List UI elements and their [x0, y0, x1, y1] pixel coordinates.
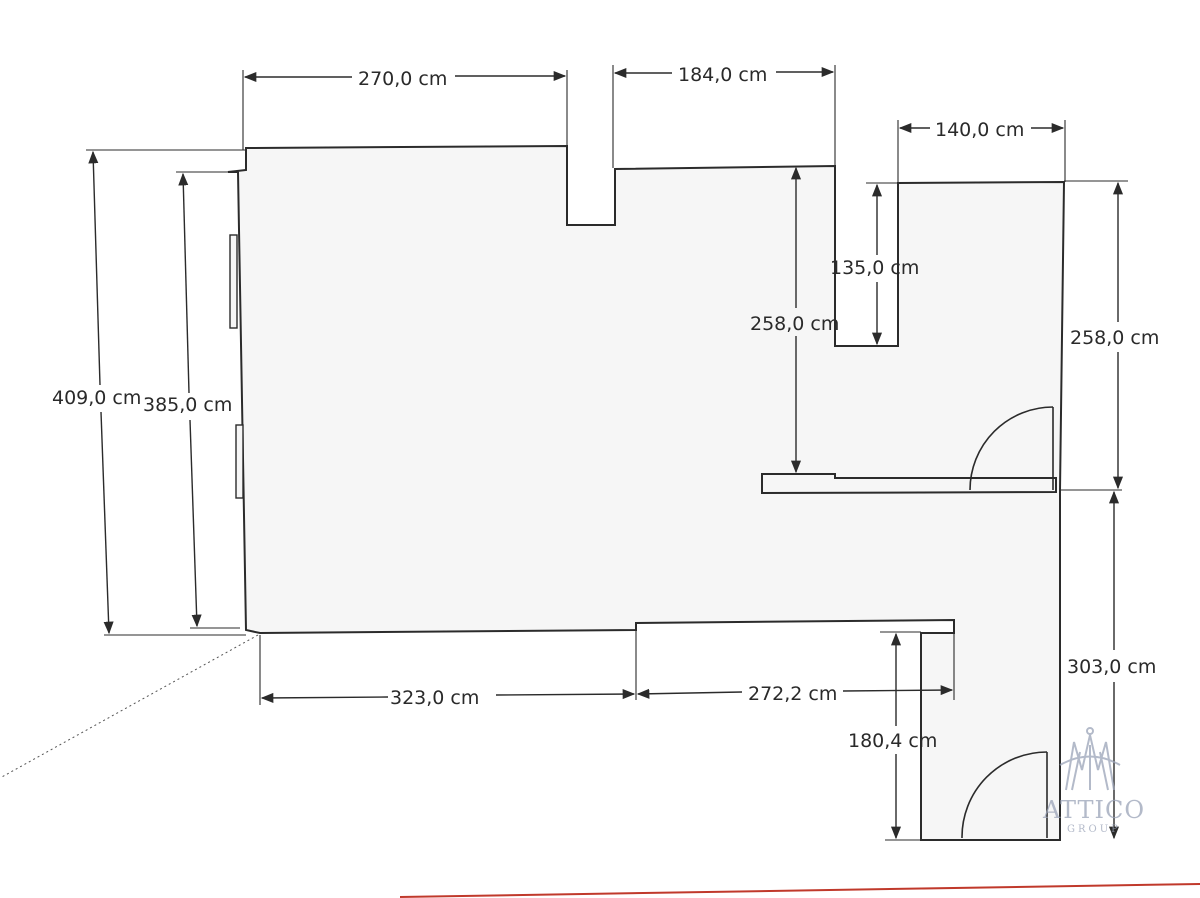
label-inner-height-mid: 258,0 cm	[750, 313, 839, 335]
label-right-height-upper: 258,0 cm	[1070, 327, 1159, 349]
label-top-right-width: 140,0 cm	[935, 119, 1024, 141]
attico-logo: ATTICO GROUP	[1042, 727, 1145, 835]
label-inner-height-left: 385,0 cm	[143, 394, 232, 416]
partition-wall	[761, 473, 1057, 495]
door-upper-right	[969, 406, 1054, 491]
label-top-left-width: 270,0 cm	[358, 68, 447, 90]
attico-crown-icon	[1059, 727, 1121, 791]
label-right-height-lower: 303,0 cm	[1067, 656, 1156, 678]
label-notch-height: 135,0 cm	[830, 257, 919, 279]
window-left-lower	[235, 424, 244, 499]
logo-sub: GROUP	[1067, 824, 1121, 835]
label-bottom-left-width: 323,0 cm	[390, 687, 479, 709]
bottom-accent-line	[399, 883, 1200, 898]
extension-lines	[86, 65, 1128, 841]
label-bottom-mid-width: 272,2 cm	[748, 683, 837, 705]
logo-name: ATTICO	[1042, 796, 1145, 824]
floor-outline	[227, 144, 1066, 841]
label-corridor-height: 180,4 cm	[848, 730, 937, 752]
dotted-guide-line	[0, 634, 259, 779]
label-outer-height-left: 409,0 cm	[52, 387, 141, 409]
dimension-lines	[88, 66, 1124, 840]
label-top-mid-width: 184,0 cm	[678, 64, 767, 86]
window-left-upper	[229, 234, 238, 329]
door-lower-right	[961, 751, 1048, 839]
